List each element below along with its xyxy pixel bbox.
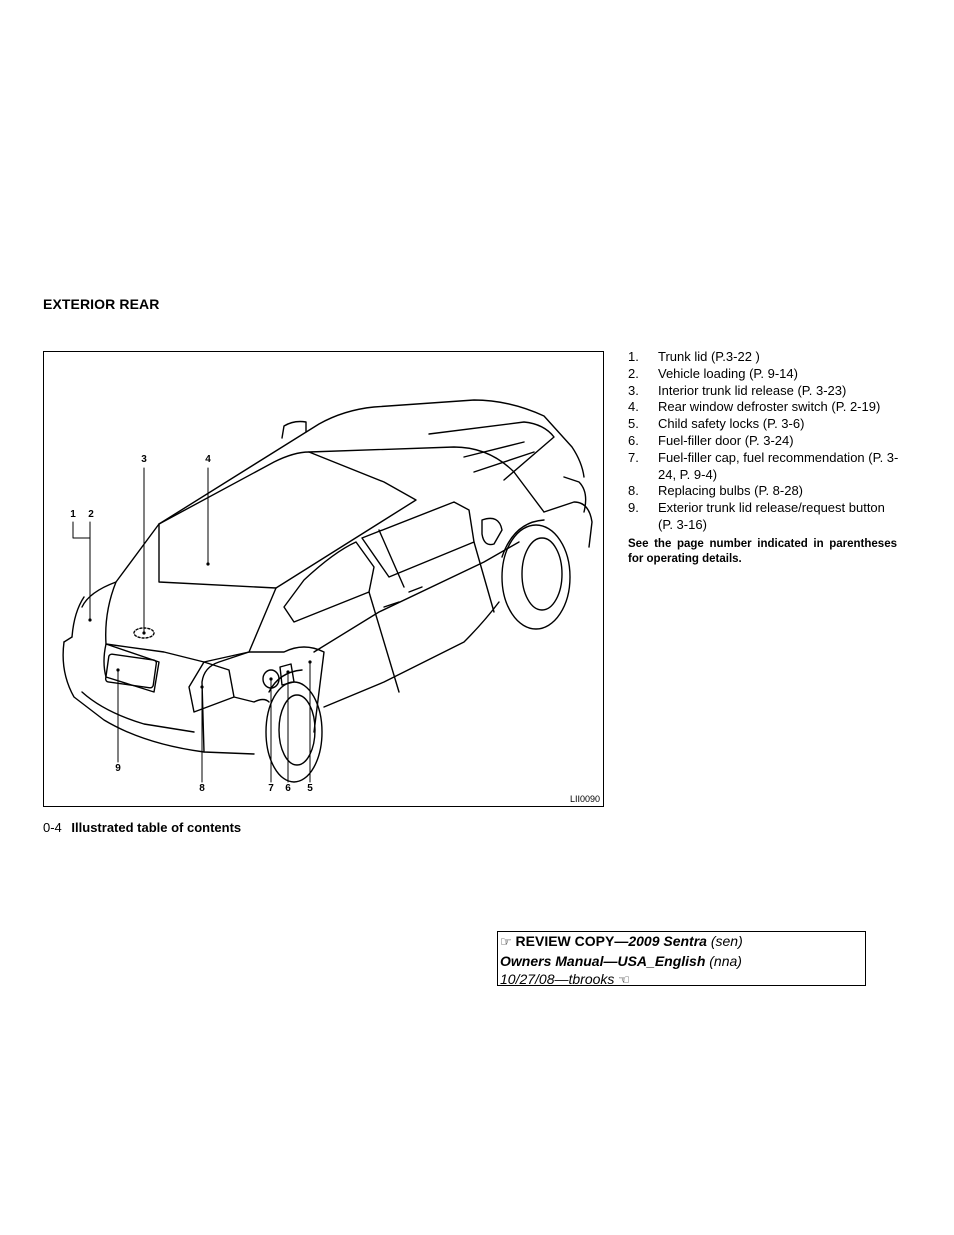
car-drawing: [62, 399, 593, 783]
review-line-2: Owners Manual—USA_English (nna): [500, 952, 865, 970]
review-date: 10/27/08—tbrooks: [500, 971, 615, 987]
page-number: 0-4: [43, 820, 62, 835]
callout-6: 6: [285, 783, 291, 794]
item-text: Interior trunk lid release (P. 3-23): [658, 382, 847, 398]
review-copy-box: ☞ REVIEW COPY—2009 Sentra (sen) Owners M…: [497, 931, 866, 988]
item-number: 1.: [628, 349, 639, 364]
model-name: 2009 Sentra: [628, 933, 707, 949]
item-text: Rear window defroster switch (P. 2-19): [658, 399, 881, 415]
model-code: (sen): [710, 933, 743, 949]
callout-9: 9: [115, 763, 121, 774]
pointing-hand-right-icon: ☞: [500, 935, 512, 950]
callout-4: 4: [205, 454, 211, 465]
item-text: Vehicle loading (P. 9-14): [658, 365, 798, 381]
item-text: Child safety locks (P. 3-6): [658, 416, 805, 432]
callout-1: 1: [70, 509, 76, 520]
list-item: 6. Fuel-filler door (P. 3-24): [628, 433, 900, 450]
list-item: 4. Rear window defroster switch (P. 2-19): [628, 399, 900, 416]
car-rear-illustration: 1 2 3 4 5 6 7 8 9 LII0090: [43, 351, 604, 807]
review-line-3: 10/27/08—tbrooks ☜: [500, 970, 865, 990]
item-number: 5.: [628, 416, 639, 432]
figure-code: LII0090: [569, 794, 600, 804]
list-item: 1. Trunk lid (P.3-22 ): [628, 349, 900, 366]
list-item: 2. Vehicle loading (P. 9-14): [628, 366, 900, 383]
list-item: 3. Interior trunk lid release (P. 3-23): [628, 383, 900, 400]
list-item: 9. Exterior trunk lid release/request but…: [628, 500, 900, 534]
list-item: 8. Replacing bulbs (P. 8-28): [628, 483, 900, 500]
item-text: Fuel-filler cap, fuel recommendation (P.…: [658, 449, 899, 482]
page-footer: 0-4 Illustrated table of contents: [43, 820, 241, 835]
callout-5: 5: [307, 783, 313, 794]
item-text: Exterior trunk lid release/request butto…: [658, 500, 885, 532]
item-list: 1. Trunk lid (P.3-22 ) 2. Vehicle loading …: [628, 349, 900, 534]
callout-8: 8: [199, 783, 205, 794]
footer-title: Illustrated table of contents: [71, 820, 242, 835]
item-number: 4.: [628, 399, 639, 415]
callout-7: 7: [268, 783, 274, 794]
callout-2: 2: [88, 509, 94, 520]
item-text: Fuel-filler door (P. 3-24): [658, 432, 794, 448]
item-text: Replacing bulbs (P. 8-28): [658, 483, 804, 499]
item-text: Trunk lid (P.3-22 ): [658, 349, 760, 364]
item-number: 8.: [628, 483, 639, 499]
callout-3: 3: [141, 454, 147, 465]
list-item: 5. Child safety locks (P. 3-6): [628, 416, 900, 433]
manual-code: (nna): [709, 953, 742, 969]
item-number: 3.: [628, 382, 639, 398]
item-number: 7.: [628, 449, 639, 465]
item-number: 2.: [628, 365, 639, 381]
reference-note: See the page number indicated in parenth…: [628, 538, 897, 565]
item-number: 9.: [628, 500, 639, 516]
manual-name: Owners Manual—USA_English: [500, 953, 706, 969]
list-item: 7. Fuel-filler cap, fuel recommendation (…: [628, 450, 900, 484]
section-heading: EXTERIOR REAR: [43, 296, 160, 312]
pointing-hand-left-icon: ☜: [618, 973, 630, 988]
review-line-1: ☞ REVIEW COPY—2009 Sentra (sen): [500, 932, 865, 952]
review-label: REVIEW COPY—: [515, 933, 629, 949]
item-number: 6.: [628, 432, 639, 448]
